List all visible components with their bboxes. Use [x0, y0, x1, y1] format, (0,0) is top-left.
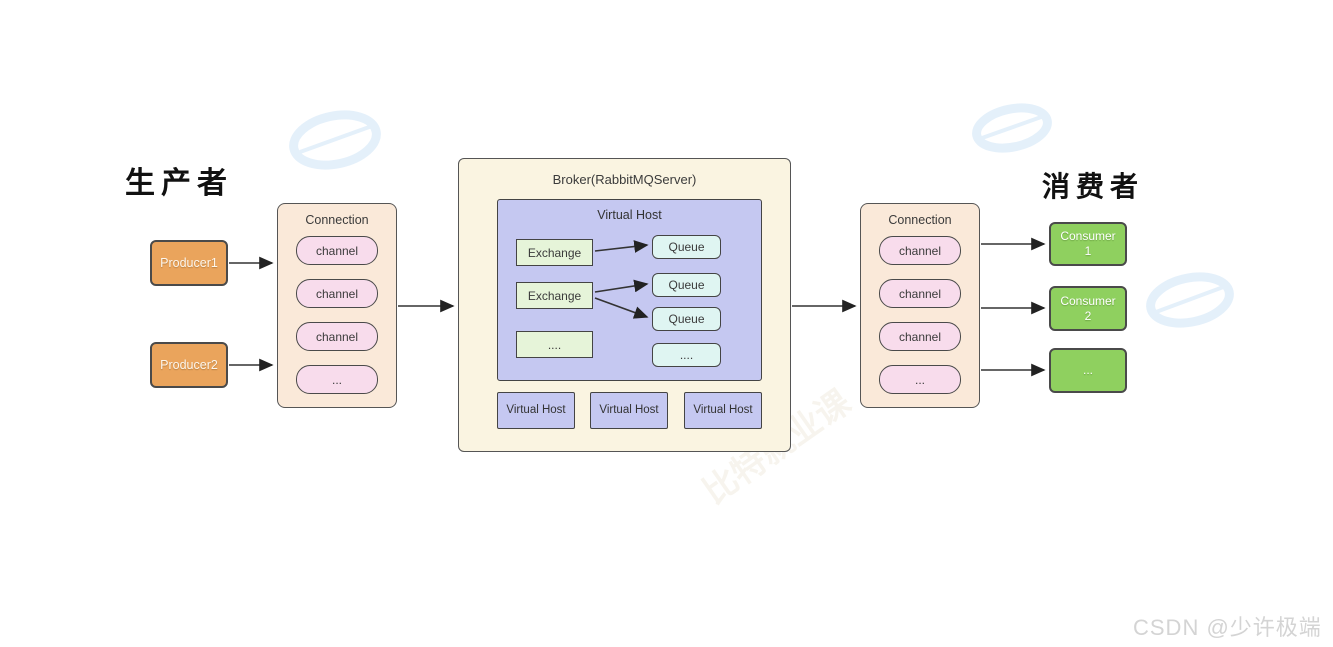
consumer-1-node: Consumer 1: [1049, 222, 1127, 266]
csdn-watermark: CSDN @少许极端: [1133, 615, 1322, 640]
channel-node: channel: [879, 322, 961, 351]
virtual-host-small-3-label: Virtual Host: [693, 404, 753, 417]
exchange-ellipsis-label: ....: [547, 337, 562, 352]
queue-1-node: Queue: [652, 235, 721, 259]
exchange-2-node: Exchange: [516, 282, 593, 309]
virtual-host-small-1-label: Virtual Host: [506, 404, 566, 417]
channel-node: channel: [296, 236, 378, 265]
queue-3-node: Queue: [652, 307, 721, 331]
virtual-host-label: Virtual Host: [597, 208, 662, 222]
channel-label: channel: [315, 286, 359, 301]
consumer-1-label-line2: 1: [1084, 244, 1092, 258]
channel-ellipsis-node: ...: [879, 365, 961, 394]
channel-ellipsis-label: ...: [914, 372, 925, 387]
broker-title: Broker(RabbitMQServer): [552, 172, 697, 187]
channel-label: channel: [898, 286, 942, 301]
queue-3-label: Queue: [668, 312, 705, 326]
producer-1-node: Producer1: [150, 240, 228, 286]
channel-ellipsis-node: ...: [296, 365, 378, 394]
consumer-2-node: Consumer 2: [1049, 286, 1127, 331]
producers-title: 生产者: [125, 166, 233, 201]
exchange-2-label: Exchange: [527, 288, 582, 303]
consumer-ellipsis-label: ...: [1082, 363, 1093, 377]
queue-ellipsis-node: ....: [652, 343, 721, 367]
producer-2-node: Producer2: [150, 342, 228, 388]
exchange-ellipsis-node: ....: [516, 331, 593, 358]
channel-node: channel: [296, 322, 378, 351]
consumer-1-label-line1: Consumer: [1060, 229, 1116, 243]
channel-node: channel: [879, 236, 961, 265]
virtual-host-small-3: Virtual Host: [684, 392, 762, 429]
consumer-connection-label: Connection: [888, 213, 952, 227]
consumer-ellipsis-node: ...: [1049, 348, 1127, 393]
queue-2-label: Queue: [668, 278, 705, 292]
queue-2-node: Queue: [652, 273, 721, 297]
consumer-connection: Connection channel channel channel ...: [860, 203, 980, 408]
consumer-2-label-line1: Consumer: [1060, 293, 1116, 308]
channel-label: channel: [898, 329, 942, 344]
virtual-host-small-2: Virtual Host: [590, 392, 668, 429]
channel-label: channel: [315, 329, 359, 344]
queue-1-label: Queue: [668, 240, 705, 254]
channel-node: channel: [296, 279, 378, 308]
producer-connection-label: Connection: [305, 213, 369, 227]
exchange-1-label: Exchange: [527, 245, 582, 260]
producer-connection: Connection channel channel channel ...: [277, 203, 397, 408]
channel-label: channel: [898, 243, 942, 258]
producer-1-label: Producer1: [160, 256, 218, 270]
exchange-1-node: Exchange: [516, 239, 593, 266]
channel-label: channel: [315, 243, 359, 258]
channel-node: channel: [879, 279, 961, 308]
virtual-host-small-2-label: Virtual Host: [599, 404, 659, 417]
queue-ellipsis-label: ....: [679, 348, 694, 362]
channel-ellipsis-label: ...: [331, 372, 342, 387]
consumers-title: 消费者: [1042, 170, 1145, 203]
virtual-host-small-1: Virtual Host: [497, 392, 575, 429]
producer-2-label: Producer2: [160, 358, 218, 372]
consumer-2-label-line2: 2: [1084, 308, 1092, 323]
